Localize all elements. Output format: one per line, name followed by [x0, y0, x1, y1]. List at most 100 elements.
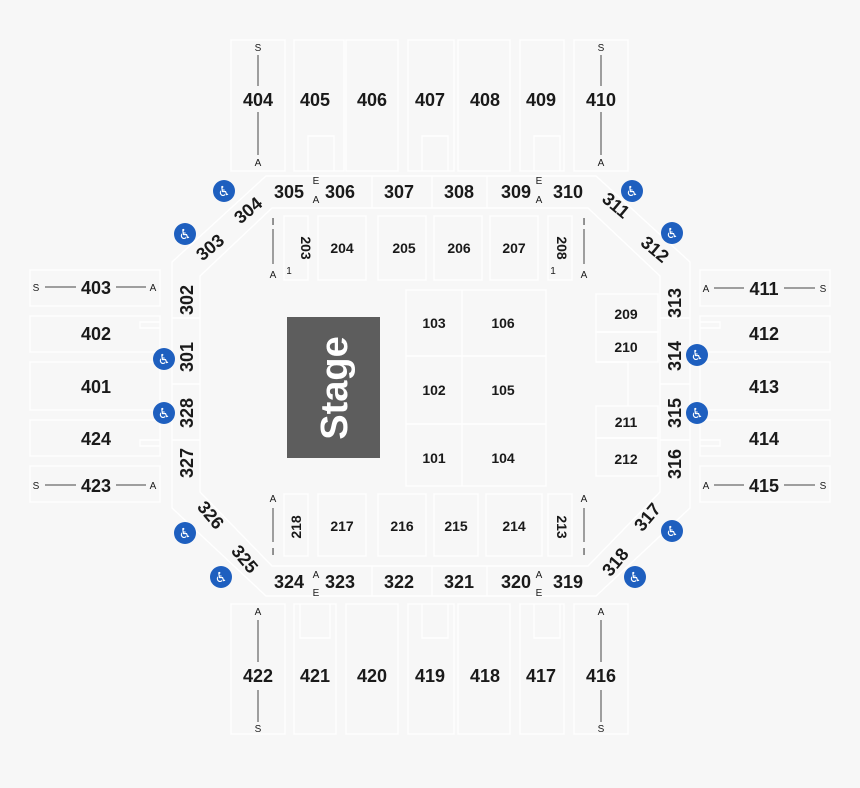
section-label: 319: [553, 572, 583, 592]
section-419[interactable]: [407, 603, 455, 735]
section-411[interactable]: [699, 269, 831, 307]
section-label: 317: [630, 499, 665, 535]
section-label: 414: [749, 429, 779, 449]
section-212[interactable]: [595, 437, 659, 477]
section-label: 313: [665, 288, 685, 318]
upper-level-left: S A S A 403 402 401 424 423: [29, 269, 161, 503]
wheelchair-icon[interactable]: ♿: [661, 520, 683, 542]
section-214[interactable]: [485, 493, 543, 557]
section-204[interactable]: [317, 215, 367, 281]
marker-a: A: [313, 570, 320, 581]
section-423[interactable]: [29, 465, 161, 503]
stage-block: [287, 317, 380, 458]
section-207[interactable]: [489, 215, 539, 281]
section-label: 314: [665, 341, 685, 371]
svg-text:♿: ♿: [179, 227, 192, 243]
section-label: 106: [491, 315, 515, 331]
stage-label: Stage: [314, 336, 356, 439]
section-424[interactable]: [29, 419, 161, 457]
section-406[interactable]: [345, 39, 399, 172]
wheelchair-icon[interactable]: ♿: [174, 223, 196, 245]
section-label: 303: [192, 230, 228, 265]
section-label: 416: [586, 666, 616, 686]
section-409[interactable]: [519, 39, 565, 172]
section-414[interactable]: [699, 419, 831, 457]
aisle-marker-a: A: [150, 283, 157, 294]
section-label: 205: [392, 240, 416, 256]
section-label: 418: [470, 666, 500, 686]
wheelchair-icon[interactable]: ♿: [153, 402, 175, 424]
section-label: 407: [415, 90, 445, 110]
aisle-marker-a: A: [255, 158, 262, 169]
section-203[interactable]: [283, 215, 309, 281]
accessible-icons: ♿ ♿ ♿ ♿ ♿ ♿ ♿ ♿ ♿ ♿ ♿ ♿: [153, 180, 708, 588]
section-label: 415: [749, 476, 779, 496]
section-label: 422: [243, 666, 273, 686]
section-410[interactable]: [573, 39, 629, 172]
svg-text:♿: ♿: [158, 352, 171, 368]
vomitory-notch: [139, 321, 160, 329]
vomitory-notch: [533, 135, 561, 171]
svg-text:♿: ♿: [158, 406, 171, 422]
section-213[interactable]: [547, 493, 573, 557]
section-420[interactable]: [345, 603, 399, 735]
section-205[interactable]: [377, 215, 427, 281]
section-215[interactable]: [433, 493, 479, 557]
aisle-marker-s: S: [33, 283, 40, 294]
section-label: 308: [444, 182, 474, 202]
marker-i: I: [583, 217, 586, 228]
section-412[interactable]: [699, 315, 831, 353]
marker-a: A: [270, 270, 277, 281]
section-label: 409: [526, 90, 556, 110]
section-label: 210: [614, 339, 638, 355]
svg-text:♿: ♿: [691, 348, 704, 364]
section-208[interactable]: [547, 215, 573, 281]
wheelchair-icon[interactable]: ♿: [621, 180, 643, 202]
section-label: 218: [288, 515, 304, 539]
section-418[interactable]: [457, 603, 511, 735]
vomitory-notch: [421, 604, 449, 639]
wheelchair-icon[interactable]: ♿: [213, 180, 235, 202]
section-421[interactable]: [293, 603, 337, 735]
section-217[interactable]: [317, 493, 367, 557]
marker-i: I: [272, 547, 275, 558]
section-417[interactable]: [519, 603, 565, 735]
aisle-marker-s: S: [33, 481, 40, 492]
marker-e: E: [536, 176, 543, 187]
marker-a: A: [536, 195, 543, 206]
section-label: 404: [243, 90, 273, 110]
wheelchair-icon[interactable]: ♿: [174, 522, 196, 544]
vomitory-notch: [307, 135, 335, 171]
marker-1: 1: [286, 266, 292, 277]
section-402[interactable]: [29, 315, 161, 353]
section-413[interactable]: [699, 361, 831, 411]
wheelchair-icon[interactable]: ♿: [661, 222, 683, 244]
section-label: 215: [444, 518, 468, 534]
section-label: 203: [298, 236, 314, 260]
section-407[interactable]: [407, 39, 455, 172]
section-216[interactable]: [377, 493, 427, 557]
section-label: 410: [586, 90, 616, 110]
section-218[interactable]: [283, 493, 309, 557]
section-401[interactable]: [29, 361, 161, 411]
wheelchair-icon[interactable]: ♿: [153, 348, 175, 370]
wheelchair-icon[interactable]: ♿: [686, 344, 708, 366]
section-405[interactable]: [293, 39, 345, 172]
wheelchair-icon[interactable]: ♿: [210, 566, 232, 588]
section-206[interactable]: [433, 215, 483, 281]
wheelchair-icon[interactable]: ♿: [686, 402, 708, 424]
section-label: 405: [300, 90, 330, 110]
section-404[interactable]: [230, 39, 286, 172]
aisle-marker-s: S: [255, 43, 262, 54]
marker-a: A: [581, 270, 588, 281]
section-403[interactable]: [29, 269, 161, 307]
wheelchair-icon[interactable]: ♿: [624, 566, 646, 588]
aisle-marker-a: A: [150, 481, 157, 492]
section-415[interactable]: [699, 465, 831, 503]
section-label: 211: [615, 414, 638, 430]
section-408[interactable]: [457, 39, 511, 172]
section-416[interactable]: [573, 603, 629, 735]
section-label: 321: [444, 572, 474, 592]
section-label: 208: [554, 236, 570, 260]
section-422[interactable]: [230, 603, 286, 735]
